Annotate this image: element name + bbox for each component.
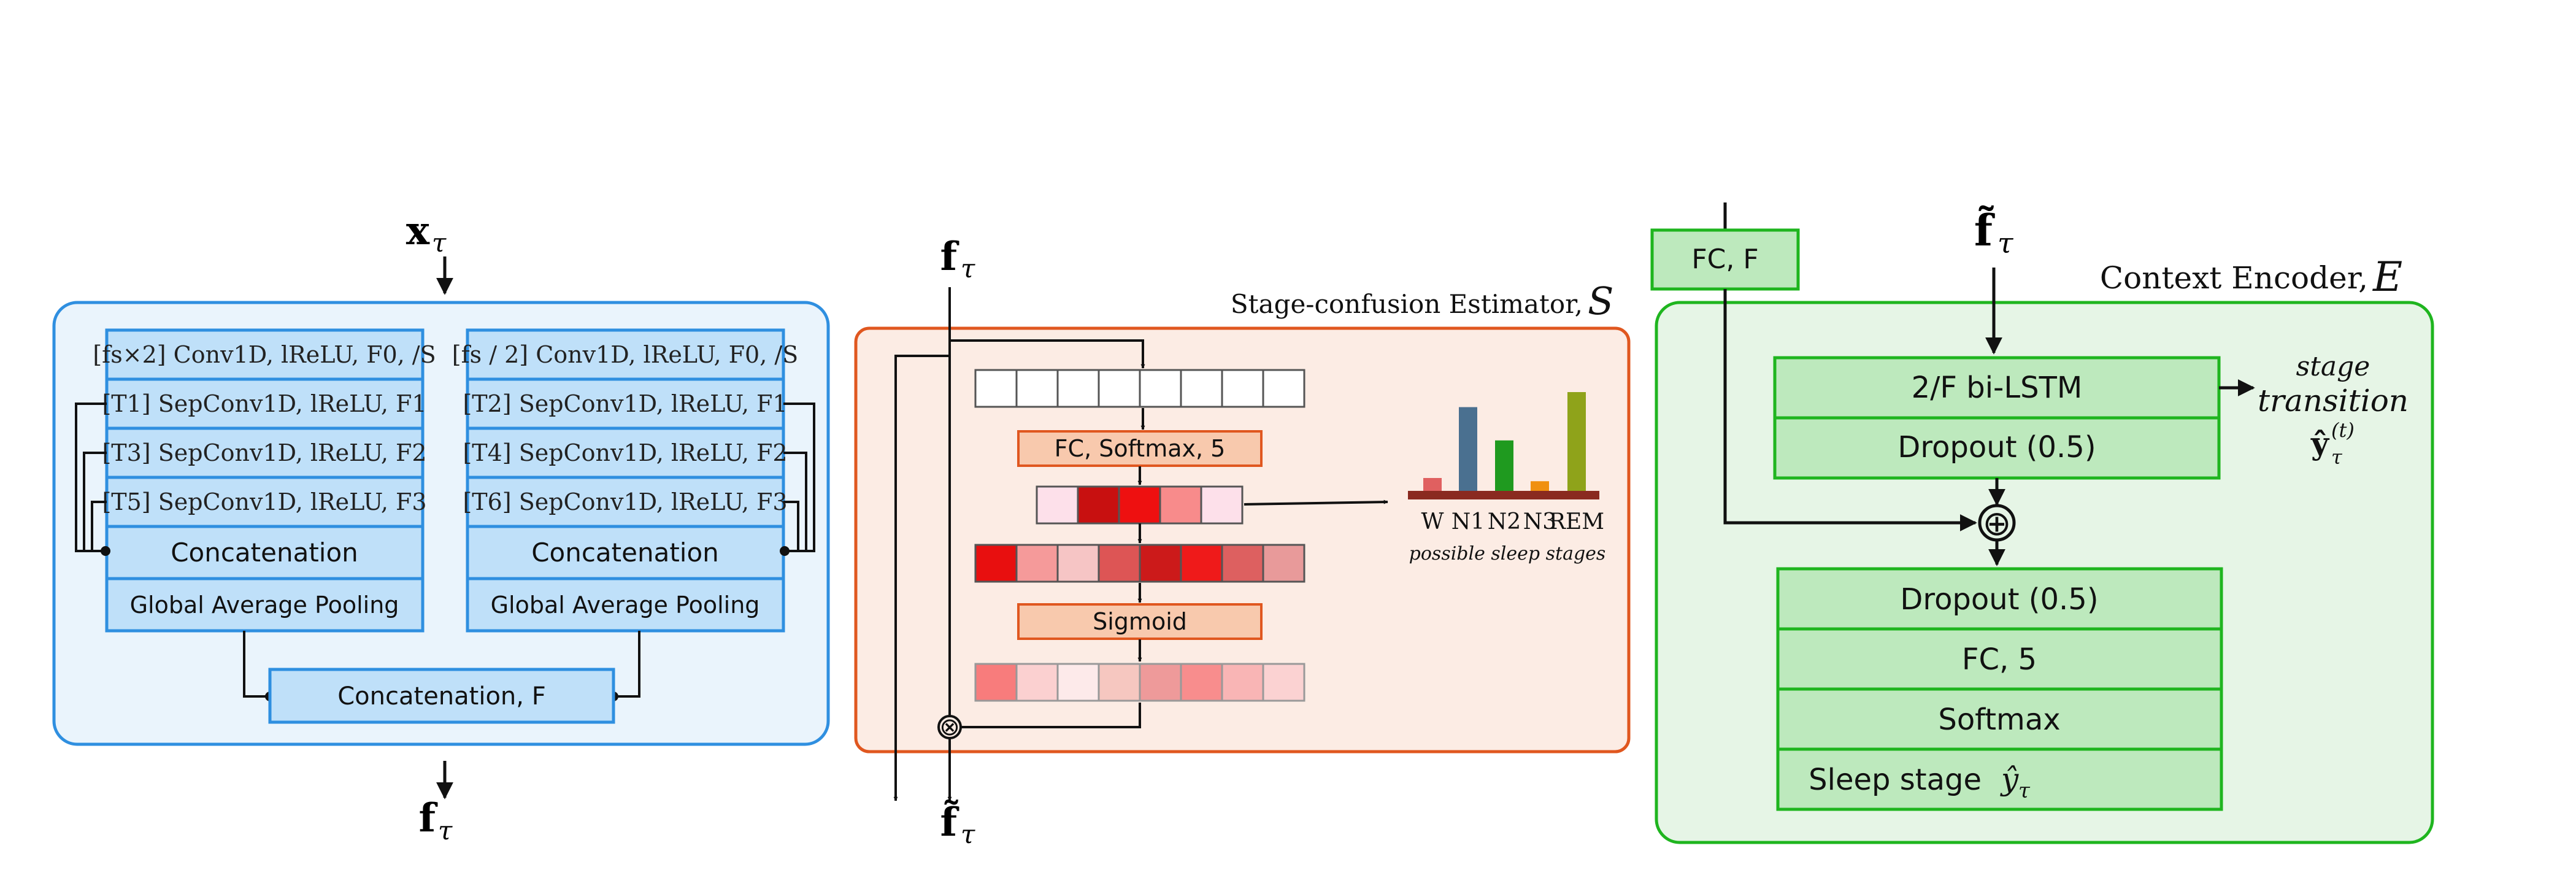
fe-right-concat: Concatenation	[531, 538, 719, 568]
sce-sleep-stage-caption: possible sleep stages	[1409, 543, 1606, 565]
fe-input-subscript: τ	[432, 228, 447, 258]
fe-left-branch: [fs×2] Conv1D, lReLU, F0, /S [T1] SepCon…	[75, 328, 436, 633]
ce-title: Context Encoder,	[2100, 260, 2368, 296]
sce-vector-hidden	[974, 544, 1305, 583]
vector-cell	[1098, 663, 1141, 702]
stage-bar-w	[1423, 478, 1442, 491]
ce-input-symbol: f̃	[1974, 205, 1995, 256]
vector-cell	[1056, 369, 1100, 408]
vector-cell	[974, 369, 1018, 408]
fe-right-pool: Global Average Pooling	[491, 592, 760, 618]
vector-cell	[1015, 369, 1059, 408]
vector-cell	[1200, 485, 1244, 525]
vector-cell	[1180, 369, 1223, 408]
ce-dropout-top-label: Dropout (0.5)	[1897, 430, 2096, 464]
stage-label-n1: N1	[1451, 509, 1485, 534]
fe-final-concat-label: Concatenation, F	[337, 682, 545, 711]
vector-cell	[1118, 485, 1161, 525]
ce-input-subscript: τ	[1997, 226, 2014, 260]
stage-bar-n3	[1531, 481, 1549, 491]
vector-cell	[1262, 663, 1305, 702]
sce-sigmoid-label: Sigmoid	[1093, 608, 1187, 635]
feature-extractor-panel: x τ [fs×2] Conv1D, lReLU, F0, /S [T1] Se…	[52, 208, 830, 846]
fe-output-symbol: f	[418, 795, 437, 841]
ce-sleep-stage-symbol: ŷ	[2000, 761, 2019, 797]
sce-vector-gate	[974, 663, 1305, 702]
fe-left-row-3: [T3] SepConv1D, lReLU, F2	[102, 439, 426, 466]
ce-fc-f-label: FC, F	[1691, 244, 1758, 275]
vector-cell	[1098, 544, 1141, 583]
fe-left-concat: Concatenation	[171, 538, 358, 568]
sce-multiply-symbol: ⊗	[939, 713, 960, 741]
vector-cell	[1139, 544, 1182, 583]
stage-label-n3: N3	[1523, 509, 1556, 534]
vector-cell	[1077, 485, 1120, 525]
vector-cell	[974, 544, 1018, 583]
fe-right-row-4: [T6] SepConv1D, lReLU, F3	[463, 488, 787, 515]
vector-cell	[1221, 663, 1264, 702]
ce-transition-symbol: ŷ	[2310, 425, 2330, 461]
sce-input-symbol: f	[940, 234, 959, 280]
sce-vector-input	[974, 369, 1305, 408]
vector-cell	[974, 663, 1018, 702]
vector-cell	[1056, 544, 1100, 583]
sce-output-symbol: f̃	[940, 799, 959, 846]
stage-confusion-panel: Stage-confusion Estimator, S f τ FC, Sof…	[854, 234, 1631, 849]
fe-right-row-2: [T2] SepConv1D, lReLU, F1	[463, 390, 787, 417]
ce-transition-subscript: τ	[2331, 445, 2343, 469]
ce-transition-line2: transition	[2258, 383, 2409, 418]
fe-input-symbol: x	[406, 208, 430, 254]
fe-final-concat: Concatenation, F	[243, 631, 640, 724]
ce-lstm-label: 2/F bi-LSTM	[1912, 371, 2083, 405]
sce-title-symbol: S	[1588, 279, 1613, 323]
vector-cell	[1139, 663, 1182, 702]
vector-cell	[1180, 663, 1223, 702]
stage-label-w: W	[1421, 509, 1444, 534]
vector-cell	[1098, 369, 1141, 408]
stage-label-n2: N2	[1488, 509, 1521, 534]
vector-cell	[1262, 369, 1305, 408]
stage-label-rem: REM	[1549, 509, 1604, 534]
ce-title-symbol: E	[2372, 253, 2402, 301]
ce-fc5-label: FC, 5	[1962, 642, 2037, 677]
fe-right-row-1: [fs / 2] Conv1D, lReLU, F0, /S	[452, 341, 798, 368]
fe-left-row-1: [fs×2] Conv1D, lReLU, F0, /S	[93, 341, 436, 368]
vector-cell	[1139, 369, 1182, 408]
fe-right-row-3: [T4] SepConv1D, lReLU, F2	[463, 439, 787, 466]
sce-title: Stage-confusion Estimator,	[1231, 289, 1583, 319]
ce-transition-line1: stage	[2296, 351, 2370, 382]
ce-sleep-stage-label: Sleep stage	[1809, 763, 1982, 797]
stage-bar-rem	[1567, 392, 1586, 491]
ce-transition-superscript: (t)	[2331, 418, 2355, 442]
vector-cell	[1159, 485, 1202, 525]
stage-bar-n1	[1459, 407, 1477, 491]
sce-fc-softmax-label: FC, Softmax, 5	[1055, 435, 1226, 462]
ce-softmax-label: Softmax	[1938, 703, 2060, 737]
sce-vector-softmax	[1036, 485, 1244, 525]
context-encoder-panel: Context Encoder, E f̃ τ FC, F 2/F bi-LST…	[1650, 202, 2434, 844]
vector-cell	[1262, 544, 1305, 583]
vector-cell	[1221, 369, 1264, 408]
sce-input-subscript: τ	[961, 253, 975, 283]
fe-left-row-4: [T5] SepConv1D, lReLU, F3	[102, 488, 426, 515]
bar-baseline	[1408, 491, 1599, 499]
sce-output-subscript: τ	[961, 819, 975, 849]
ce-sleep-stage-subscript: τ	[2018, 779, 2031, 803]
fe-left-row-2: [T1] SepConv1D, lReLU, F1	[102, 390, 426, 417]
vector-cell	[1180, 544, 1223, 583]
vector-cell	[1015, 544, 1059, 583]
vector-cell	[1015, 663, 1059, 702]
ce-dropout-bottom-label: Dropout (0.5)	[1900, 582, 2098, 617]
fe-output-subscript: τ	[438, 815, 453, 846]
ce-add-symbol: ⊕	[1983, 504, 2012, 544]
stage-bar-n2	[1495, 440, 1513, 491]
vector-cell	[1056, 663, 1100, 702]
vector-cell	[1221, 544, 1264, 583]
fe-left-pool: Global Average Pooling	[130, 592, 399, 618]
vector-cell	[1036, 485, 1079, 525]
fe-right-branch: [fs / 2] Conv1D, lReLU, F0, /S [T2] SepC…	[452, 328, 815, 633]
